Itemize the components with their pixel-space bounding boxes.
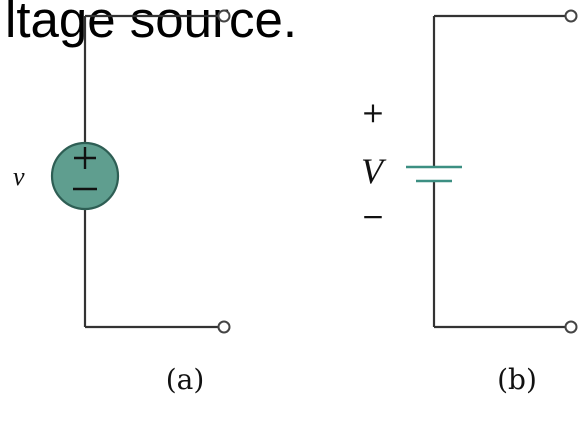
- circuit-b: + V − (b): [361, 9, 578, 396]
- circuit-b-bottom-terminal: [564, 320, 578, 334]
- circuit-a-variable-label: v: [13, 162, 25, 191]
- battery-icon: [406, 165, 462, 183]
- circuit-b-caption: (b): [497, 363, 537, 396]
- circuit-b-top-terminal: [564, 9, 578, 23]
- circuit-b-minus-label: −: [361, 200, 384, 233]
- source-plus-sign: [74, 147, 96, 169]
- circuit-b-variable-label: V: [361, 151, 387, 191]
- circuit-a-top-terminal: [217, 9, 231, 23]
- circuit-a-caption: (a): [166, 363, 205, 396]
- circuit-b-plus-label: +: [361, 96, 384, 129]
- slide-heading-fragment: ltage source.: [5, 0, 298, 48]
- circuit-a: v (a): [13, 9, 231, 396]
- circuit-a-bottom-terminal: [217, 320, 231, 334]
- voltage-source-icon: [50, 141, 120, 211]
- voltage-source-body: [50, 141, 120, 211]
